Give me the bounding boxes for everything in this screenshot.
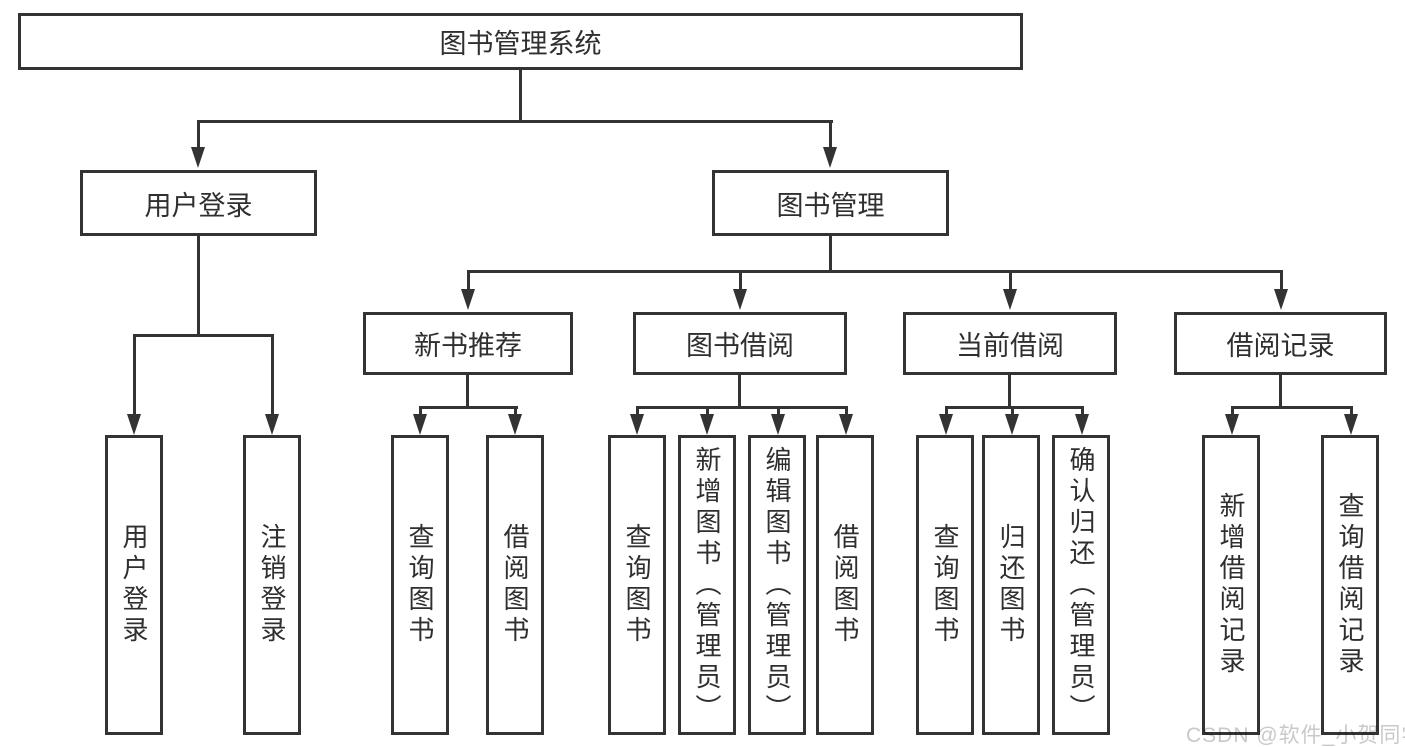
arrowhead-down-icon	[733, 289, 747, 310]
arrowhead-down-icon	[1005, 414, 1019, 435]
connector-level3-rail	[467, 270, 1283, 273]
leaf-add-book-admin: 新增图书（管理员）	[678, 435, 736, 735]
node-user-login: 用户登录	[80, 170, 317, 236]
arrowhead-down-icon	[839, 414, 853, 435]
arrowhead-down-icon	[771, 414, 785, 435]
leaf-user-login: 用户登录	[105, 435, 163, 735]
leaf-add-borrow-record: 新增借阅记录	[1202, 435, 1260, 735]
leaf-borrow-books: 借阅图书	[816, 435, 874, 735]
connector-stem-leaf	[514, 406, 517, 416]
connector-rail	[636, 406, 848, 409]
node-book-management: 图书管理	[712, 170, 949, 236]
leaf-logout: 注销登录	[243, 435, 301, 735]
connector-stem-current-borrow	[1009, 270, 1012, 292]
arrowhead-down-icon	[700, 414, 714, 435]
arrowhead-down-icon	[939, 414, 953, 435]
arrowhead-down-icon	[1274, 289, 1288, 310]
arrowhead-down-icon	[127, 414, 141, 435]
connector-rail	[419, 406, 518, 409]
connector-stem-book-borrow	[739, 270, 742, 292]
connector-stem-leaf	[777, 406, 780, 416]
connector-user-login-rail	[133, 334, 274, 337]
connector-root-stub	[519, 70, 522, 120]
connector-stub	[738, 375, 741, 409]
connector-stem-leaf	[419, 406, 422, 416]
arrowhead-down-icon	[508, 414, 522, 435]
connector-stub	[1008, 375, 1011, 409]
leaf-confirm-return-admin: 确认归还（管理员）	[1052, 435, 1110, 735]
connector-stem-leaf	[1350, 406, 1353, 416]
connector-stem-leaf	[706, 406, 709, 416]
connector-stem-leaf	[1231, 406, 1234, 416]
csdn-watermark: CSDN @软件_小贺同学	[1186, 724, 1405, 747]
connector-stub	[1279, 375, 1282, 409]
arrowhead-down-icon	[1075, 414, 1089, 435]
leaf-query-books-current: 查询图书	[916, 435, 974, 735]
node-book-borrowing: 图书借阅	[633, 312, 847, 375]
arrowhead-down-icon	[461, 289, 475, 310]
node-new-book-recommend: 新书推荐	[363, 312, 573, 375]
leaf-query-books-borrow: 查询图书	[608, 435, 666, 735]
connector-user-login-stub	[197, 236, 200, 336]
leaf-query-books-recommend: 查询图书	[391, 435, 449, 735]
connector-stem-leaf	[636, 406, 639, 416]
connector-level2-rail	[197, 120, 833, 123]
node-current-borrowing: 当前借阅	[903, 312, 1117, 375]
arrowhead-down-icon	[191, 147, 205, 168]
leaf-return-books: 归还图书	[982, 435, 1040, 735]
arrowhead-down-icon	[1344, 414, 1358, 435]
connector-stem-leaf	[133, 334, 136, 414]
leaf-edit-book-admin: 编辑图书（管理员）	[748, 435, 806, 735]
arrowhead-down-icon	[1003, 289, 1017, 310]
connector-stem-user-login	[197, 120, 200, 150]
connector-stem-leaf	[845, 406, 848, 416]
connector-stem-leaf	[1081, 406, 1084, 416]
connector-stem-leaf	[945, 406, 948, 416]
arrowhead-down-icon	[413, 414, 427, 435]
arrowhead-down-icon	[630, 414, 644, 435]
connector-rail	[945, 406, 1084, 409]
arrowhead-down-icon	[1225, 414, 1239, 435]
connector-stem-borrow-records	[1280, 270, 1283, 292]
connector-stub	[466, 375, 469, 409]
arrowhead-down-icon	[265, 414, 279, 435]
node-root-system: 图书管理系统	[18, 13, 1023, 70]
connector-rail	[1231, 406, 1353, 409]
connector-stem-new-books	[467, 270, 470, 292]
connector-book-mgmt-stub	[829, 236, 832, 272]
leaf-borrow-books-recommend: 借阅图书	[486, 435, 544, 735]
connector-stem-leaf	[1011, 406, 1014, 416]
node-borrowing-records: 借阅记录	[1174, 312, 1387, 375]
leaf-query-borrow-record: 查询借阅记录	[1321, 435, 1379, 735]
arrowhead-down-icon	[823, 147, 837, 168]
connector-stem-leaf	[271, 334, 274, 414]
connector-stem-book-mgmt	[829, 120, 832, 150]
